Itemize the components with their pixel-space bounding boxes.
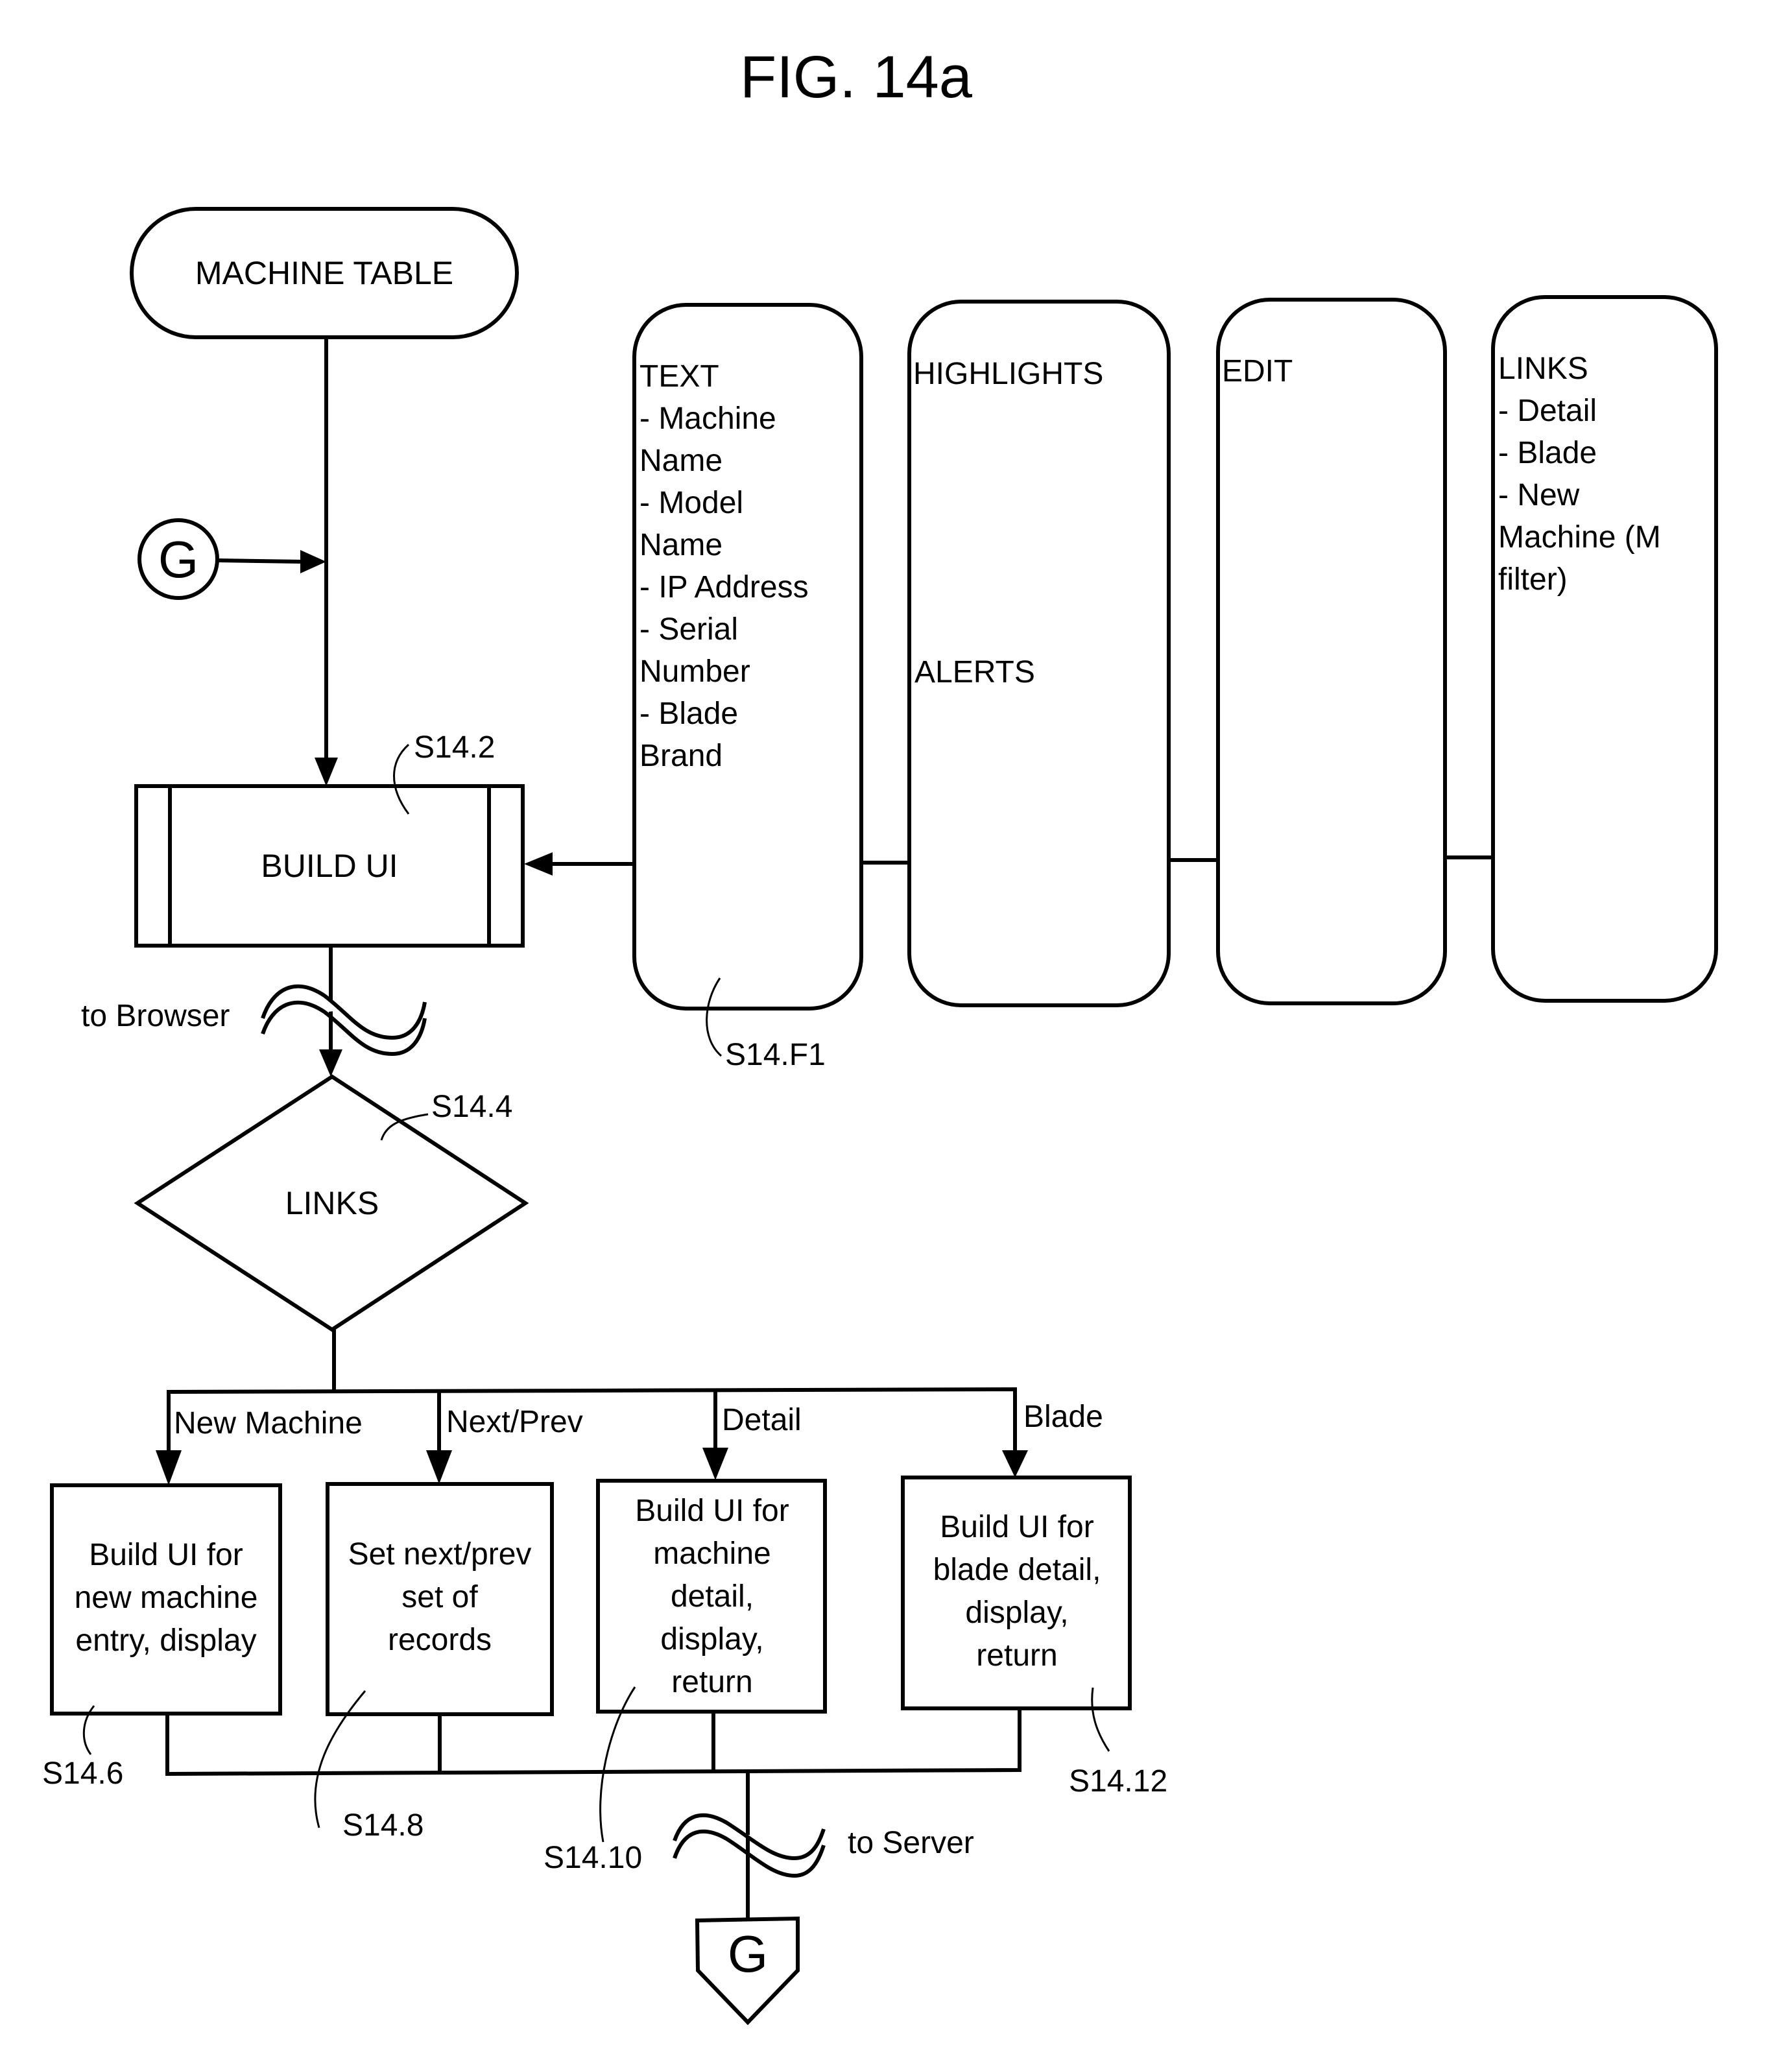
text-col-line: Brand [639,739,723,773]
ref-s14-8: S14.8 [342,1808,424,1843]
connector-g-in: G [139,520,217,598]
arrow-into-links-decision [319,1049,342,1077]
arrow-branch-new-machine [156,1450,182,1485]
to-browser-break-icon [263,987,425,1054]
links-col-line: filter) [1498,562,1568,597]
to-server-label: to Server [848,1826,974,1860]
arrow-branch-next-prev [426,1450,452,1484]
connector-g-out: G [697,1919,798,2022]
arrow-connector-merge [300,550,326,573]
merge-bus [167,1708,1020,1774]
links-col-line: LINKS [1498,352,1588,386]
branch-detail: Build UI for machine detail, display, re… [598,1481,825,1712]
ref-s14-6: S14.6 [42,1756,123,1791]
text-col-line: - Model [639,486,743,520]
connector-out-label: G [728,1925,768,1983]
links-col-line: - Detail [1498,394,1597,428]
arrow-branch-detail [702,1448,728,1480]
ref-s14-4: S14.4 [431,1090,512,1124]
ref-s14-2: S14.2 [414,730,495,765]
arrow-fields-into-build [524,852,553,876]
arrow-branch-blade [1002,1450,1028,1477]
links-col-line: - Blade [1498,436,1597,470]
text-col-line: - Machine [639,401,776,436]
box-line: Build UI for [89,1538,243,1572]
box-line: set of [401,1580,478,1614]
ref-s14-12: S14.12 [1069,1764,1167,1799]
box-line: return [976,1638,1057,1673]
fields-group: TEXT - Machine Name - Model Name - IP Ad… [634,297,1716,1009]
box-line: new machine [75,1581,258,1615]
flow-line-connector-to-main [217,560,302,562]
box-line: Build UI for [940,1510,1093,1544]
edge-label-new-machine: New Machine [174,1406,363,1441]
text-col-line: Number [639,654,750,689]
text-col-line: - Blade [639,697,738,731]
field-column-edit [1218,300,1445,1003]
text-col-line: TEXT [639,359,719,394]
edge-label-next-prev: Next/Prev [446,1405,583,1439]
box-line: display, [660,1622,763,1656]
edge-label-blade: Blade [1023,1400,1103,1434]
links-col-line: Machine (M [1498,520,1661,555]
links-decision-label: LINKS [285,1185,379,1221]
branch-new-machine: Build UI for new machine entry, display [52,1485,280,1714]
box-line: machine [653,1537,771,1571]
text-col-line: Name [639,528,723,562]
box-line: display, [965,1596,1068,1630]
box-line: records [388,1623,492,1657]
connector-in-label: G [158,531,198,588]
box-line: blade detail, [933,1553,1101,1587]
box-line: Build UI for [635,1494,789,1528]
edit-label: EDIT [1222,354,1293,389]
ref-s14-f1: S14.F1 [725,1038,826,1072]
machine-table-terminator: MACHINE TABLE [132,209,517,337]
text-col-line: - IP Address [639,570,809,604]
box-line: detail, [671,1579,754,1614]
alerts-label: ALERTS [914,655,1035,689]
box-line: entry, display [75,1623,256,1658]
highlights-label: HIGHLIGHTS [913,357,1103,391]
box-line: return [671,1665,752,1699]
build-ui-label: BUILD UI [261,848,398,884]
text-col-line: Name [639,444,723,478]
arrow-into-build-ui [315,758,338,786]
links-col-line: - New [1498,478,1580,512]
figure-title: FIG. 14a [740,44,973,110]
text-col-line: - Serial [639,612,738,647]
machine-table-label: MACHINE TABLE [195,255,453,291]
ref-s14-10: S14.10 [544,1841,642,1875]
box-line: Set next/prev [348,1537,532,1572]
branch-next-prev: Set next/prev set of records [328,1484,552,1714]
to-browser-label: to Browser [81,999,230,1033]
field-column-highlights [909,302,1169,1005]
build-ui-process: BUILD UI [136,786,523,946]
edge-label-detail: Detail [722,1403,802,1437]
branch-blade: Build UI for blade detail, display, retu… [903,1477,1130,1708]
